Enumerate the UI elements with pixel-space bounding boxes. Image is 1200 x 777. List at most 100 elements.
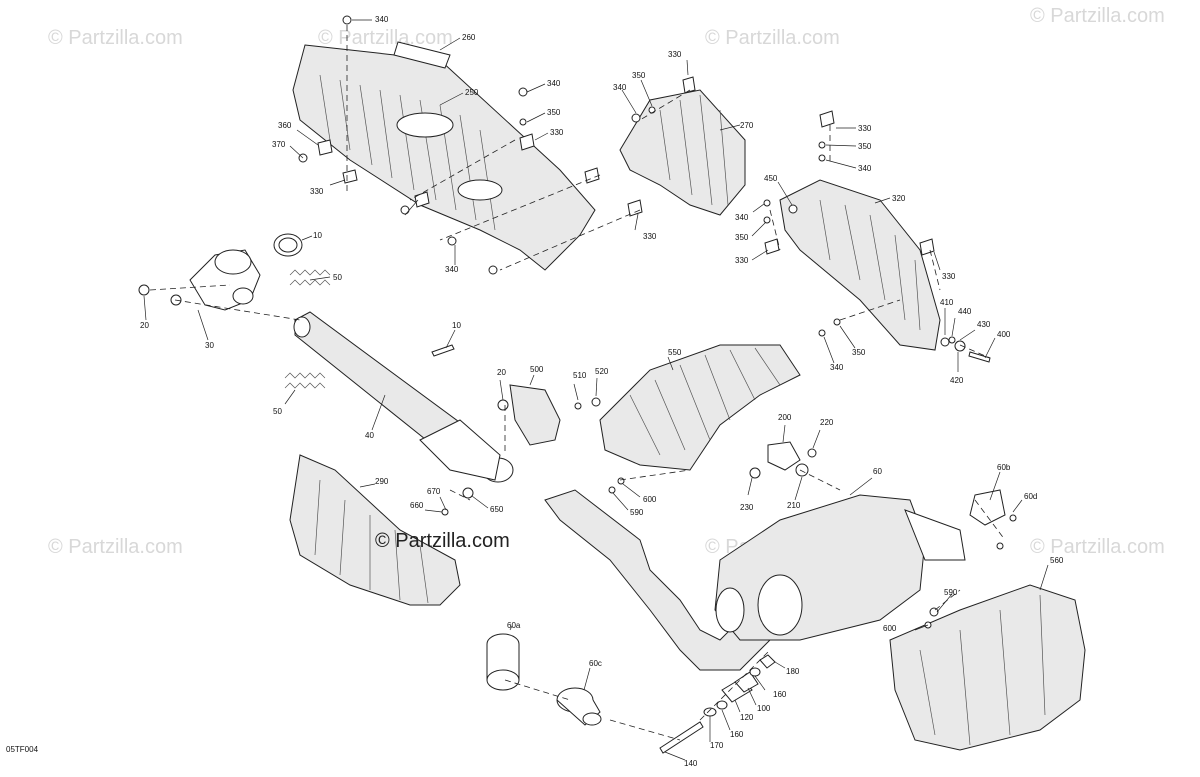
callout-340[interactable]: 340: [858, 164, 872, 173]
nut-220[interactable]: [807, 448, 817, 458]
clip-330c[interactable]: [414, 191, 430, 208]
spacer-420[interactable]: [954, 340, 966, 352]
callout-400[interactable]: 400: [997, 330, 1011, 339]
bolt-400[interactable]: [968, 351, 991, 363]
callout-660[interactable]: 660: [410, 501, 424, 510]
clip-330h[interactable]: [764, 238, 780, 255]
nut-230[interactable]: [749, 467, 761, 479]
callout-140[interactable]: 140: [684, 759, 698, 768]
guard-560[interactable]: [889, 584, 1086, 751]
callout-450[interactable]: 450: [764, 174, 778, 183]
callout-250[interactable]: 250: [465, 88, 479, 97]
callout-520[interactable]: 520: [595, 367, 609, 376]
callout-200[interactable]: 200: [778, 413, 792, 422]
muffler-60[interactable]: [544, 489, 966, 671]
washer-160b[interactable]: [749, 667, 761, 677]
bolt-450[interactable]: [788, 204, 798, 214]
callout-10[interactable]: 10: [452, 321, 461, 330]
clip-330b[interactable]: [342, 169, 358, 184]
washer-350b[interactable]: [648, 106, 656, 114]
callout-330[interactable]: 330: [735, 256, 749, 265]
callout-510[interactable]: 510: [573, 371, 587, 380]
heat-shield-290[interactable]: [289, 454, 461, 606]
callout-600[interactable]: 600: [883, 624, 897, 633]
clip-330e[interactable]: [682, 76, 696, 94]
callout-60a[interactable]: 60a: [507, 621, 521, 630]
callout-220[interactable]: 220: [820, 418, 834, 427]
washer-170[interactable]: [703, 707, 717, 717]
bolt-60d-b[interactable]: [996, 542, 1004, 550]
callout-290[interactable]: 290: [375, 477, 389, 486]
cone-60c[interactable]: [556, 687, 602, 726]
callout-550[interactable]: 550: [668, 348, 682, 357]
callout-330[interactable]: 330: [858, 124, 872, 133]
callout-590[interactable]: 590: [944, 588, 958, 597]
callout-350[interactable]: 350: [735, 233, 749, 242]
callout-20[interactable]: 20: [140, 321, 149, 330]
clip-330g[interactable]: [819, 110, 835, 128]
exhaust-manifold-30[interactable]: [189, 249, 261, 311]
callout-170[interactable]: 170: [710, 741, 724, 750]
callout-50[interactable]: 50: [273, 407, 282, 416]
callout-60[interactable]: 60: [873, 467, 882, 476]
callout-340[interactable]: 340: [375, 15, 389, 24]
callout-430[interactable]: 430: [977, 320, 991, 329]
bolt-340f[interactable]: [763, 199, 771, 207]
nut-20c[interactable]: [497, 399, 509, 411]
callout-330[interactable]: 330: [942, 272, 956, 281]
bolt-340b[interactable]: [518, 87, 528, 97]
bolt-140[interactable]: [659, 721, 704, 754]
clip-330i[interactable]: [919, 238, 935, 256]
bracket-60b[interactable]: [969, 489, 1006, 526]
callout-160[interactable]: 160: [730, 730, 744, 739]
callout-30[interactable]: 30: [205, 341, 214, 350]
callout-350[interactable]: 350: [632, 71, 646, 80]
plate-260[interactable]: [393, 41, 451, 69]
bracket-200[interactable]: [767, 441, 801, 471]
bolt-590a[interactable]: [608, 486, 616, 494]
callout-210[interactable]: 210: [787, 501, 801, 510]
clip-330f[interactable]: [627, 199, 643, 217]
spring-50-upper[interactable]: [289, 269, 331, 286]
heat-shield-270[interactable]: [619, 89, 746, 216]
callout-320[interactable]: 320: [892, 194, 906, 203]
callout-10[interactable]: 10: [313, 231, 322, 240]
callout-340[interactable]: 340: [613, 83, 627, 92]
nut-410[interactable]: [940, 337, 950, 347]
clip-360[interactable]: [317, 139, 333, 156]
bolt-60d[interactable]: [1009, 514, 1017, 522]
bolt-590b[interactable]: [929, 607, 939, 617]
callout-600[interactable]: 600: [643, 495, 657, 504]
nut-180[interactable]: [759, 654, 776, 669]
callout-500[interactable]: 500: [530, 365, 544, 374]
washer-350c[interactable]: [818, 141, 826, 149]
heat-shield-320[interactable]: [779, 179, 941, 351]
callout-340[interactable]: 340: [735, 213, 749, 222]
bolt-340j[interactable]: [818, 154, 826, 162]
washer-660[interactable]: [441, 508, 449, 516]
washer-350d[interactable]: [763, 216, 771, 224]
washer-350a[interactable]: [519, 118, 527, 126]
callout-50[interactable]: 50: [333, 273, 342, 282]
nut-20a[interactable]: [138, 284, 150, 296]
bolt-340d[interactable]: [447, 236, 457, 246]
nut-520[interactable]: [591, 397, 601, 407]
clip-330a[interactable]: [519, 133, 535, 151]
callout-160[interactable]: 160: [773, 690, 787, 699]
callout-330[interactable]: 330: [668, 50, 682, 59]
bolt-340i[interactable]: [631, 113, 641, 123]
bolt-340c[interactable]: [400, 205, 410, 215]
callout-60d[interactable]: 60d: [1024, 492, 1037, 501]
washer-440[interactable]: [948, 336, 956, 344]
heat-shield-250[interactable]: [292, 44, 596, 271]
callout-330[interactable]: 330: [310, 187, 324, 196]
callout-350[interactable]: 350: [858, 142, 872, 151]
callout-270[interactable]: 270: [740, 121, 754, 130]
callout-350[interactable]: 350: [547, 108, 561, 117]
washer-160[interactable]: [716, 700, 728, 710]
callout-20[interactable]: 20: [497, 368, 506, 377]
bolt-340h[interactable]: [488, 265, 498, 275]
callout-360[interactable]: 360: [278, 121, 292, 130]
callout-350[interactable]: 350: [852, 348, 866, 357]
bolt-340a[interactable]: [342, 15, 352, 25]
